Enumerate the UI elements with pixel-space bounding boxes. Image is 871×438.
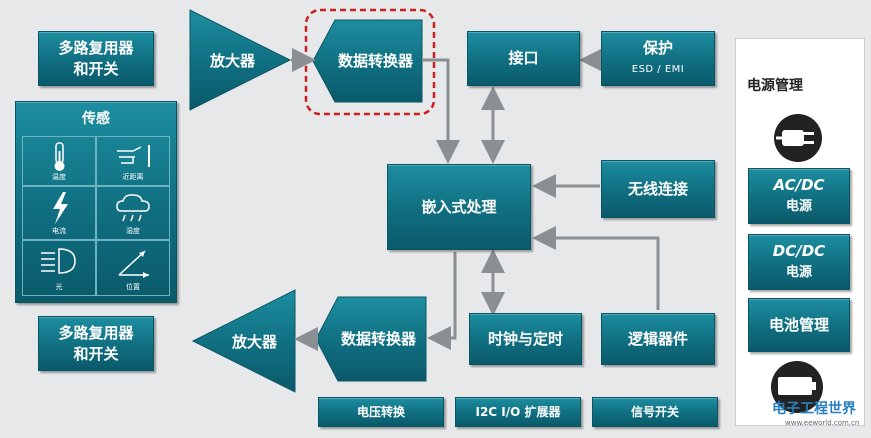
sensor-label: 电流 (52, 227, 66, 235)
dcdc-line1: DC/DC (772, 242, 826, 260)
signal-switch-box: 信号开关 (592, 397, 718, 427)
amp-top-shape (189, 9, 292, 111)
acdc-box: AC/DC 电源 (748, 168, 850, 224)
sensor-label: 光 (55, 283, 63, 291)
sensor-position: 位置 (96, 240, 170, 296)
protection-title: 保护 (642, 38, 673, 57)
voltage-translation-box: 电压转换 (318, 397, 444, 427)
dac-label: 数据转换器 (341, 330, 417, 348)
watermark-logo: 电子工程世界 (772, 401, 856, 417)
power-title: 电源管理 (747, 78, 803, 94)
i2c-io-expander-box: I2C I/O 扩展器 (455, 397, 581, 427)
thermometer-icon (54, 142, 65, 171)
arrow-adc-to-embedded (422, 58, 460, 164)
dcdc-line2: 电源 (785, 265, 812, 280)
power-panel (735, 38, 865, 426)
sensor-label: 温度 (52, 173, 66, 181)
adc-highlight (304, 8, 436, 116)
adc-shape (312, 19, 423, 103)
protection-box: 保护 ESD / EMI (601, 31, 715, 86)
mux-top: 多路复用器 和开关 (38, 31, 154, 86)
sensor-humidity: 湿度 (96, 186, 170, 240)
clock-box: 时钟与定时 (469, 313, 582, 365)
battery-mgmt-box: 电池管理 (748, 298, 850, 352)
protection-sub: ESD / EMI (631, 63, 685, 75)
embedded-box: 嵌入式处理 (387, 164, 531, 250)
acdc-line1: AC/DC (773, 176, 825, 194)
sensor-current: 电流 (22, 186, 96, 240)
adc-label: 数据转换器 (338, 52, 414, 70)
sensor-label: 位置 (126, 283, 140, 291)
interface-box: 接口 (467, 31, 580, 86)
position-icon (118, 250, 149, 278)
amp-top-label: 放大器 (210, 52, 256, 70)
acdc-line2: 电源 (785, 199, 812, 214)
sensor-proximity: 近距离 (96, 136, 170, 186)
sensing-title: 传感 (82, 111, 110, 127)
dac-shape (315, 296, 427, 382)
light-icon (41, 248, 76, 274)
watermark-url: www.eeworld.com.cn (785, 419, 860, 427)
arrow-embedded-to-dac (427, 252, 457, 350)
sensor-label: 湿度 (126, 227, 140, 235)
sensor-label: 近距离 (122, 173, 144, 181)
mux-top-line1: 多路复用器 (58, 38, 134, 57)
lightning-icon (53, 192, 68, 224)
mux-bottom: 多路复用器 和开关 (38, 316, 154, 371)
sensor-light: 光 (22, 240, 96, 296)
sensor-temperature: 温度 (22, 136, 96, 186)
mux-top-line2: 和开关 (73, 59, 119, 78)
logic-box: 逻辑器件 (601, 313, 715, 365)
mux-bottom-line1: 多路复用器 (58, 323, 134, 342)
amp-bottom-label: 放大器 (232, 333, 278, 351)
arrow-logic-to-embedded (532, 226, 660, 310)
hand-proximity-icon (117, 145, 150, 167)
wireless-box: 无线连接 (601, 160, 715, 218)
mux-bottom-line2: 和开关 (73, 344, 119, 363)
dcdc-box: DC/DC 电源 (748, 234, 850, 290)
rain-cloud-icon (116, 194, 150, 222)
